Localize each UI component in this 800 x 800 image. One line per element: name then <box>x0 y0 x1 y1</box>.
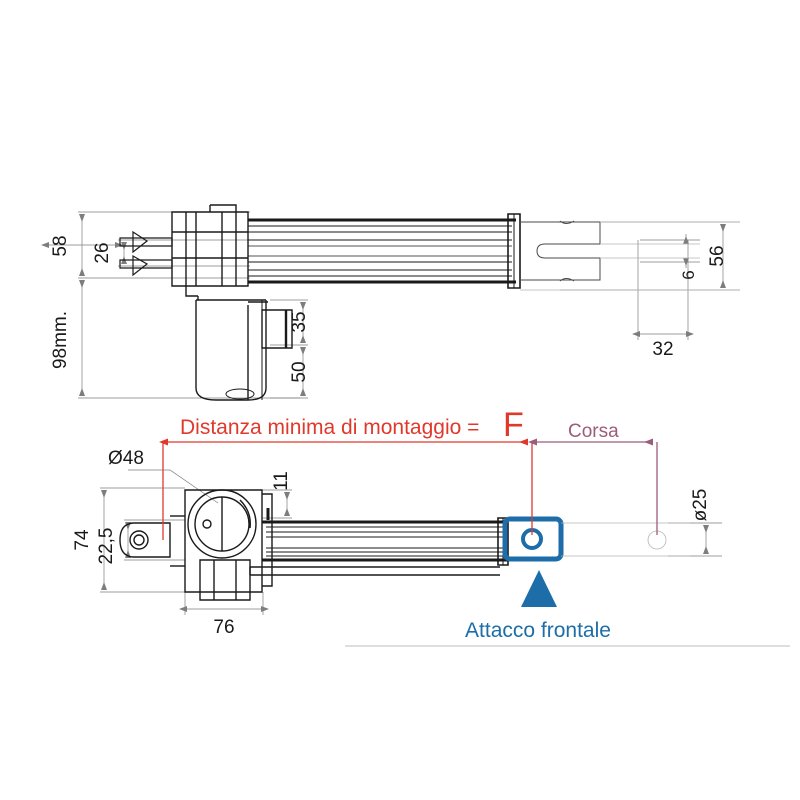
plan-view-geometry <box>119 489 509 601</box>
front-attachment-pointer-icon <box>521 570 557 607</box>
dimension-label-22-5: 22,5 <box>96 528 117 565</box>
dimension-label-50: 50 <box>289 361 310 382</box>
dimension-label-26: 26 <box>92 242 113 263</box>
dimension-lines-group <box>41 211 740 615</box>
dimension-label-76: 76 <box>213 617 234 638</box>
dimension-label-32: 32 <box>652 339 673 360</box>
dimension-label-98mm: 98mm. <box>50 311 71 369</box>
dimension-label-56: 56 <box>707 245 728 266</box>
side-view-geometry <box>119 204 601 401</box>
dimension-label-d25: ø25 <box>690 489 711 522</box>
dimension-label-58: 58 <box>50 235 71 256</box>
mounting-distance-symbol: F <box>503 406 524 444</box>
dimension-label-6: 6 <box>679 270 698 279</box>
dimension-label-74: 74 <box>72 529 93 551</box>
dimension-label-11: 11 <box>271 471 292 491</box>
side-view-construction <box>520 221 740 291</box>
stroke-label: Corsa <box>568 421 619 442</box>
mounting-distance-dimension <box>159 438 533 540</box>
stroke-dimension <box>528 438 658 535</box>
dimension-label-d48: Ø48 <box>108 448 144 469</box>
front-attachment-label: Attacco frontale <box>465 619 611 642</box>
dimension-label-35: 35 <box>289 311 310 332</box>
mounting-distance-label: Distanza minima di montaggio = <box>180 416 479 439</box>
plan-stroke-extension <box>561 522 690 557</box>
front-attachment-highlight <box>502 516 564 562</box>
